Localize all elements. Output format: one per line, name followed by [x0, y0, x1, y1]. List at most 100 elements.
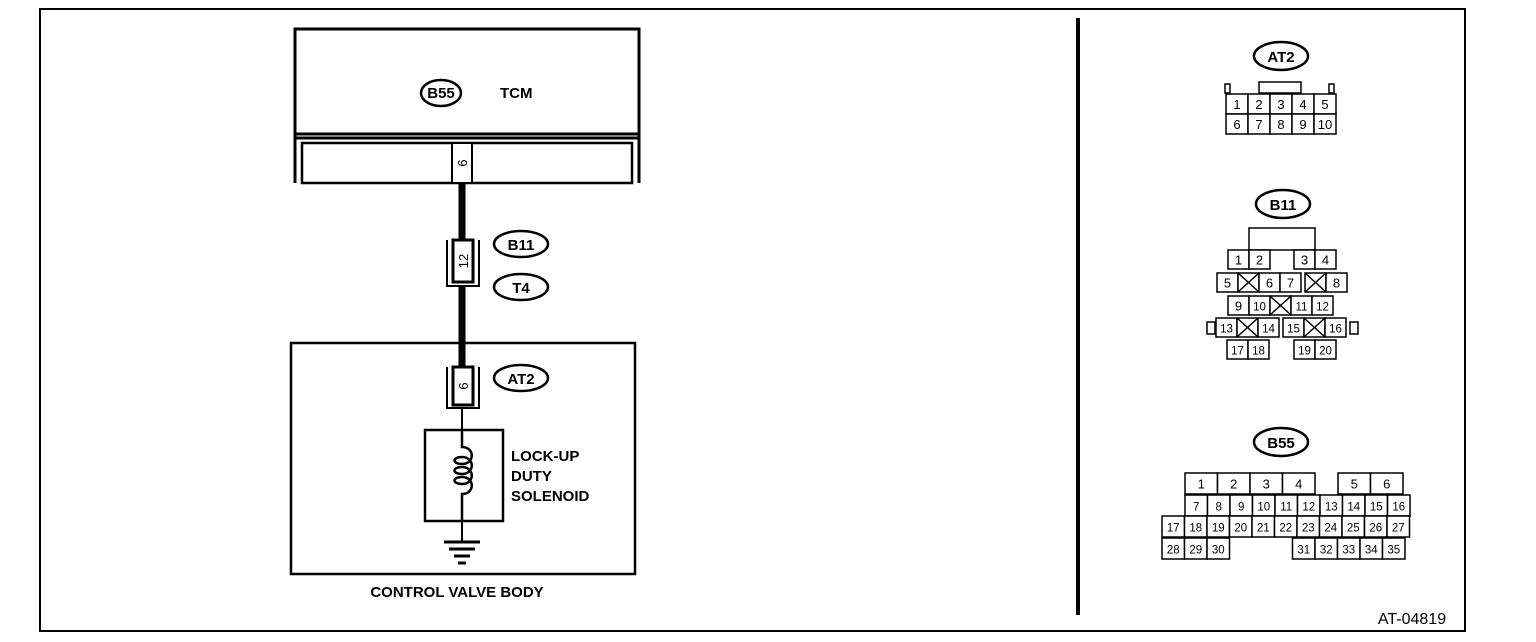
pin-number: 8 — [1216, 502, 1222, 514]
pin-number: 14 — [1262, 324, 1275, 336]
pin-number: 9 — [1235, 299, 1242, 314]
pin-number: 3 — [1263, 477, 1270, 492]
pin-number: 5 — [1224, 276, 1231, 291]
pin-number: 21 — [1257, 523, 1270, 535]
pin-number: 26 — [1369, 523, 1382, 535]
pin-number: 6 — [1233, 117, 1240, 132]
unused-pin-cross — [1304, 272, 1327, 293]
pin-number: 11 — [1280, 502, 1292, 514]
pin-number: 6 — [1266, 276, 1273, 291]
joint-pin-label: 12 — [456, 254, 471, 268]
pin-number: 19 — [1212, 523, 1225, 535]
b11-view-title: B11 — [1270, 197, 1297, 214]
pin-number: 16 — [1392, 502, 1405, 514]
outer-frame — [39, 8, 1466, 632]
b11-connector-tag — [492, 229, 550, 259]
pin-number: 3 — [1301, 253, 1308, 268]
pin-number: 20 — [1319, 346, 1332, 358]
pin-cell — [1279, 272, 1302, 293]
pin-cell — [1257, 317, 1280, 338]
pin-number: 7 — [1287, 276, 1294, 291]
pin-number: 5 — [1321, 97, 1328, 112]
pin-number: 13 — [1220, 324, 1233, 336]
pin-cell — [1311, 295, 1334, 316]
pin-number: 22 — [1279, 523, 1292, 535]
pin-cell — [1324, 317, 1347, 338]
at2-connector-tag — [492, 363, 550, 393]
pin-number: 7 — [1255, 117, 1262, 132]
pin-cell — [1206, 537, 1231, 560]
pin-number: 10 — [1253, 302, 1266, 314]
pin-number: 16 — [1329, 324, 1342, 336]
pin-number: 27 — [1392, 523, 1405, 535]
at2-view-title: AT2 — [1267, 49, 1294, 66]
b11-tag-label: B11 — [508, 237, 535, 254]
pin-number: 4 — [1299, 97, 1306, 112]
control-valve-body: 6 AT2 LOCK-UP DUTY SOLENOID — [289, 341, 637, 576]
pin-number: 5 — [1351, 477, 1358, 492]
pin-cell — [1381, 537, 1406, 560]
pin-number: 17 — [1231, 346, 1244, 358]
pin-cell — [1314, 249, 1337, 270]
pin-number: 3 — [1277, 97, 1284, 112]
pin-number: 6 — [1383, 477, 1390, 492]
t4-connector-tag — [492, 272, 550, 302]
solenoid-coil-icon — [453, 430, 473, 521]
pin-cell — [1281, 472, 1316, 495]
pin-number: 33 — [1342, 545, 1355, 557]
pin-number: 8 — [1277, 117, 1284, 132]
pin-number: 14 — [1347, 502, 1360, 514]
unused-pin-cross — [1303, 317, 1326, 338]
solenoid-label-line1: LOCK-UP — [511, 448, 579, 465]
b55-tag-label: B55 — [427, 85, 455, 102]
pin-number: 23 — [1302, 523, 1315, 535]
pin-number: 1 — [1235, 253, 1242, 268]
pin-number: 24 — [1324, 523, 1337, 535]
pin-number: 15 — [1287, 324, 1300, 336]
pin-number: 12 — [1316, 302, 1329, 314]
pin-number: 20 — [1234, 523, 1247, 535]
tcm-unit: B55 TCM 6 — [293, 27, 641, 185]
t4-tag-label: T4 — [512, 280, 530, 297]
pin-number: 4 — [1322, 253, 1329, 268]
tcm-label: TCM — [500, 85, 533, 102]
b55-view-title: B55 — [1267, 435, 1295, 452]
unused-pin-cross — [1237, 272, 1260, 293]
pin-number: 7 — [1193, 502, 1199, 514]
at2-pin-label: 6 — [456, 382, 471, 389]
schematic: B55 TCM 6 12 B11 T4 6 AT2 — [289, 27, 641, 601]
pin-number: 9 — [1299, 117, 1306, 132]
pin-number: 1 — [1233, 97, 1240, 112]
pin-cell — [1369, 472, 1404, 495]
pin-number: 19 — [1298, 346, 1311, 358]
pin-number: 31 — [1297, 545, 1310, 557]
solenoid-box — [423, 428, 505, 523]
unused-pin-cross — [1269, 295, 1292, 316]
pin-cell — [1313, 113, 1337, 135]
pin-number: 30 — [1212, 545, 1225, 557]
pin-cell — [1248, 249, 1271, 270]
pin-number: 18 — [1189, 523, 1202, 535]
pin-cell — [1247, 339, 1270, 360]
pin-number: 2 — [1230, 477, 1237, 492]
solenoid-label-line2: DUTY — [511, 468, 552, 485]
pin-number: 9 — [1238, 502, 1244, 514]
pin-number: 32 — [1320, 545, 1333, 557]
pin-number: 17 — [1167, 523, 1180, 535]
pin-number: 4 — [1295, 477, 1302, 492]
solenoid-label-line3: SOLENOID — [511, 488, 590, 505]
pin-number: 12 — [1302, 502, 1315, 514]
pin-number: 25 — [1347, 523, 1360, 535]
pin-number: 13 — [1325, 502, 1338, 514]
pin-number: 8 — [1333, 276, 1340, 291]
pin-number: 29 — [1189, 545, 1202, 557]
pin-number: 34 — [1365, 545, 1378, 557]
pin-cell — [1314, 339, 1337, 360]
pin-number: 28 — [1167, 545, 1180, 557]
unused-pin-cross — [1236, 317, 1259, 338]
tcm-pin-label: 6 — [455, 159, 470, 166]
